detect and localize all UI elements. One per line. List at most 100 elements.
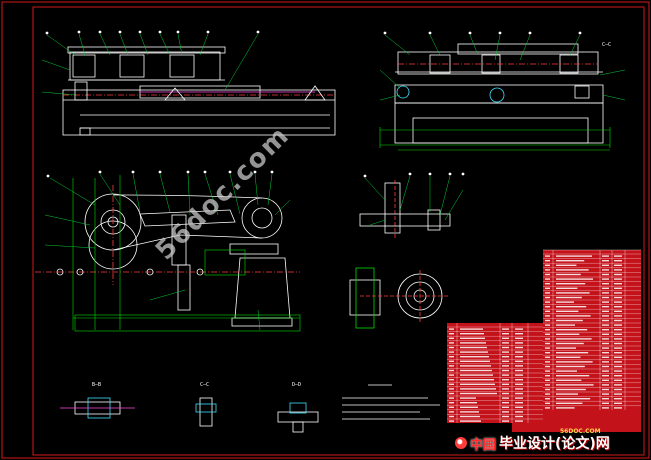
table-cell-text [556, 278, 593, 280]
table-cell-text [602, 283, 609, 285]
table-cell-text [602, 333, 609, 335]
table-cell-text [460, 415, 480, 418]
table-cell-text [614, 361, 622, 363]
table-cell-text [515, 374, 523, 376]
table-cell-text [556, 375, 590, 377]
table-cell-text [614, 379, 622, 381]
table-cell-text [449, 383, 454, 385]
table-cell-text [545, 398, 550, 400]
table-cell-text [515, 388, 523, 390]
table-cell-text [545, 342, 550, 345]
table-cell-text [602, 269, 609, 271]
table-cell-text [614, 329, 622, 331]
table-cell-text [502, 420, 509, 422]
table-cell-text [602, 352, 609, 354]
table-cell-text [614, 402, 622, 404]
table-cell-text [515, 415, 523, 418]
table-cell-text [502, 365, 509, 367]
table-cell-text [545, 388, 550, 391]
table-cell-text [449, 411, 454, 413]
table-cell-text [460, 351, 488, 353]
table-cell-text [602, 393, 609, 395]
table-cell-text [545, 379, 550, 381]
table-cell-text [515, 406, 523, 408]
table-cell-text [556, 324, 575, 326]
table-cell-text [449, 337, 454, 339]
table-cell-text [460, 328, 483, 330]
table-cell-text [515, 397, 523, 399]
table-cell-text [556, 342, 584, 345]
footer-site: 56DOC.COM [560, 428, 601, 435]
table-cell-text [614, 370, 622, 372]
table-cell-text [602, 278, 609, 280]
table-cell-text [449, 415, 454, 418]
table-cell-text [502, 397, 509, 399]
table-cell-text [556, 255, 592, 257]
table-cell-text [502, 406, 509, 408]
table-cell-text [602, 319, 609, 322]
table-cell-text [614, 393, 622, 395]
table-cell-text [515, 369, 523, 372]
table-cell-text [614, 324, 622, 326]
table-cell-text [602, 324, 609, 326]
table-cell-text [460, 360, 490, 362]
table-cell-text [614, 269, 622, 271]
table-cell-text [545, 329, 550, 331]
table-cell-text [614, 333, 622, 335]
table-cell-text [556, 402, 583, 404]
table-cell-text [545, 296, 550, 299]
parts-list-table [447, 249, 641, 432]
table-cell-text [602, 379, 609, 381]
table-cell-text [502, 388, 509, 390]
table-cell-text [614, 273, 622, 276]
table-cell-text [545, 338, 550, 340]
table-cell-text [556, 393, 578, 395]
table-cell-text [614, 306, 622, 308]
table-cell-text [545, 269, 550, 271]
table-cell-text [556, 347, 576, 349]
table-cell-text [515, 383, 523, 385]
table-cell-text [460, 333, 484, 335]
table-cell-text [556, 361, 593, 363]
leader-lines-mid-left [44, 173, 291, 331]
table-cell-text [449, 420, 454, 422]
table-cell-text [545, 352, 550, 354]
table-cell-text [614, 356, 622, 358]
table-cell-text [545, 402, 550, 404]
table-cell-text [556, 296, 582, 299]
table-cell-text [515, 392, 523, 395]
table-cell-text [602, 301, 609, 303]
table-cell-text [614, 315, 622, 317]
table-cell-text [460, 342, 486, 344]
table-cell-text [545, 264, 550, 266]
table-cell-text [502, 328, 509, 330]
table-cell-text [614, 338, 622, 340]
table-cell-text [502, 383, 509, 385]
table-cell-text [614, 264, 622, 266]
table-cell-text [502, 346, 509, 349]
table-cell-text [602, 356, 609, 358]
table-cell-text [502, 415, 509, 418]
table-cell-text [515, 328, 523, 330]
table-cell-text [545, 260, 550, 262]
section-views-bottom [60, 397, 319, 433]
table-cell-text [449, 406, 454, 408]
table-cell-text [449, 402, 454, 404]
mechanism-elevation [35, 185, 300, 327]
table-cell-text [602, 384, 609, 386]
table-cell-text [545, 361, 550, 363]
table-cell-text [545, 283, 550, 285]
table-cell-text [460, 356, 489, 358]
table-cell-text [556, 306, 587, 308]
table-cell-text [545, 287, 550, 289]
table-cell-text [602, 329, 609, 331]
table-cell-text [556, 379, 582, 381]
table-cell-text [556, 292, 590, 294]
table-cell-text [515, 346, 523, 349]
dimension-lines-mid-left [72, 175, 301, 332]
section-label-c-c-bottom: C—C [200, 382, 210, 388]
table-cell-text [449, 328, 454, 330]
table-cell-text [614, 301, 622, 303]
